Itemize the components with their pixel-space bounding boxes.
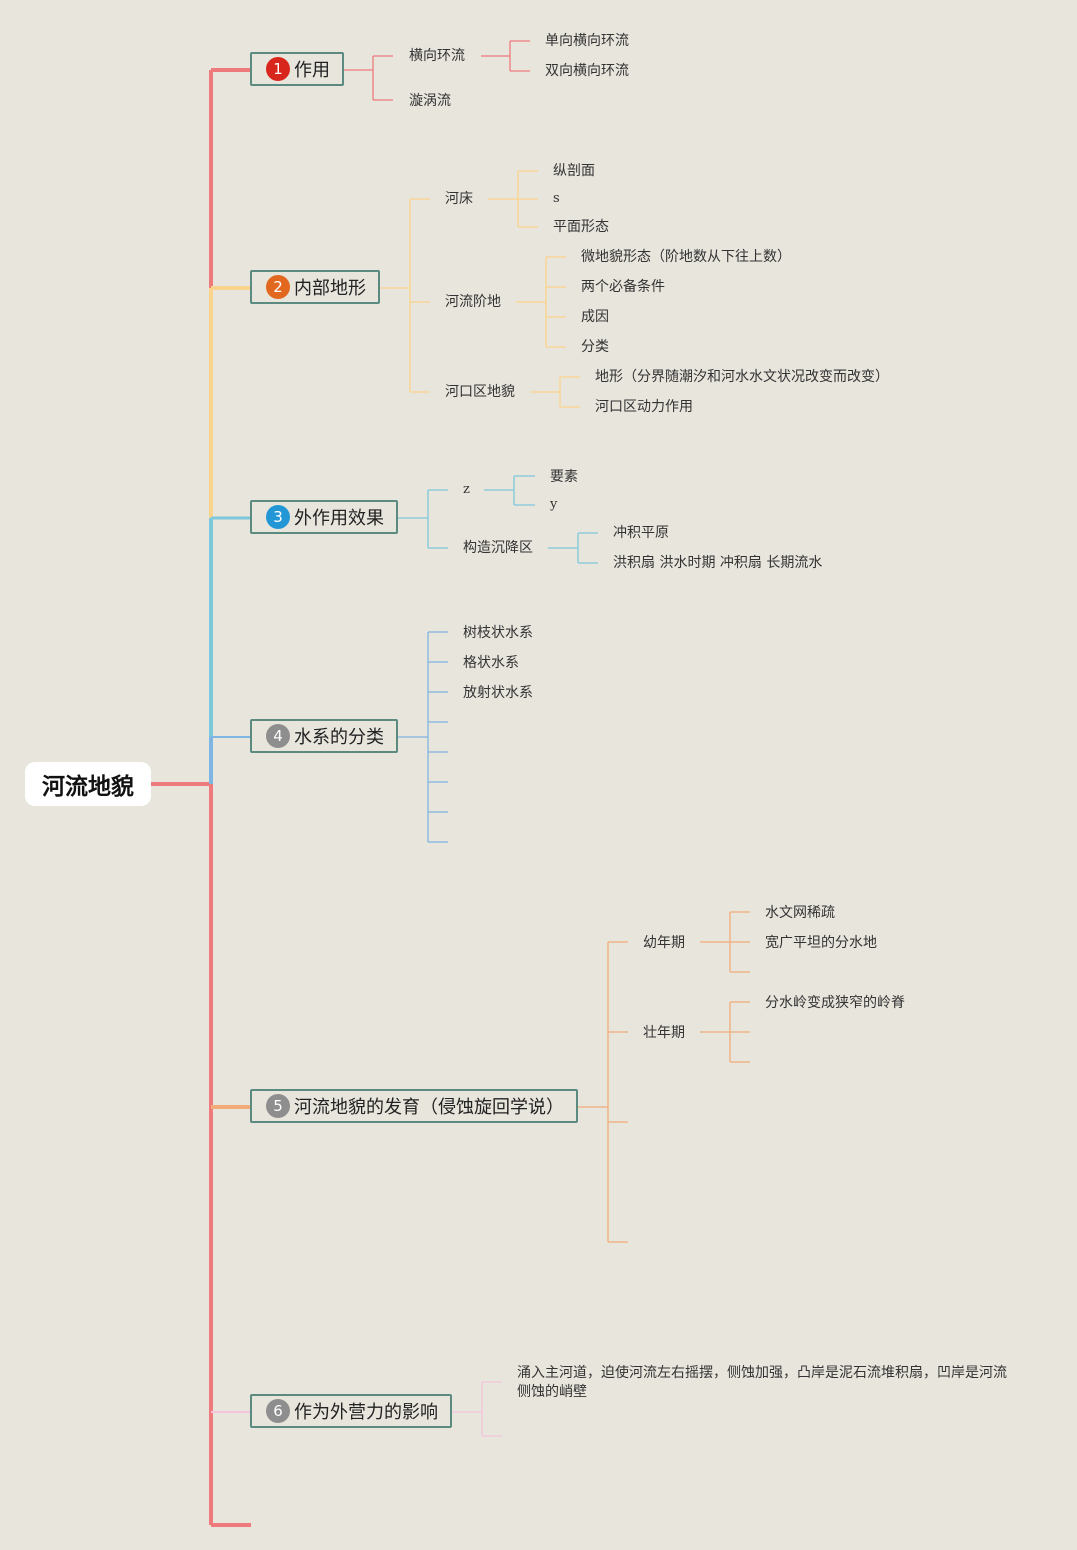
topic-younian[interactable]: 幼年期 [643, 935, 685, 951]
branch-label: 内部地形 [294, 278, 366, 299]
number-badge: 2 [266, 275, 290, 299]
topic-zongpoumian[interactable]: 纵剖面 [553, 163, 595, 179]
topic-dongli[interactable]: 河口区动力作用 [595, 399, 693, 415]
topic-zhuangnian[interactable]: 壮年期 [643, 1025, 685, 1041]
branch-label: 河流地貌的发育（侵蚀旋回学说） [294, 1097, 564, 1118]
topic-fangshe[interactable]: 放射状水系 [463, 685, 533, 701]
topic-shuzhi[interactable]: 树枝状水系 [463, 625, 533, 641]
branch-2-node[interactable]: 2 内部地形 [250, 270, 380, 304]
number-badge: 1 [266, 57, 290, 81]
topic-gouzao[interactable]: 构造沉降区 [463, 540, 533, 556]
branch-3-node[interactable]: 3 外作用效果 [250, 500, 398, 534]
topic-s[interactable]: s [553, 191, 560, 206]
topic-lingji[interactable]: 分水岭变成狭窄的岭脊 [765, 995, 905, 1011]
topic-hechuang[interactable]: 河床 [445, 191, 473, 207]
topic-fenlei[interactable]: 分类 [581, 339, 609, 355]
topic-weidimao[interactable]: 微地貌形态（阶地数从下往上数） [581, 249, 791, 265]
number-badge: 3 [266, 505, 290, 529]
topic-shuiwenwang[interactable]: 水文网稀疏 [765, 905, 835, 921]
branch-5-node[interactable]: 5 河流地貌的发育（侵蚀旋回学说） [250, 1089, 578, 1123]
topic-xuanwoliu[interactable]: 漩涡流 [409, 93, 451, 109]
branch-label: 作用 [294, 60, 330, 81]
topic-hongji[interactable]: 洪积扇 洪水时期 冲积扇 长期流水 [613, 555, 823, 571]
branch-label: 水系的分类 [294, 727, 384, 748]
topic-z[interactable]: z [463, 482, 470, 497]
topic-gezhuang[interactable]: 格状水系 [463, 655, 519, 671]
topic-jiedi[interactable]: 河流阶地 [445, 294, 501, 310]
topic-y[interactable]: y [550, 497, 558, 512]
topic-dixing[interactable]: 地形（分界随潮汐和河水水文状况改变而改变） [595, 369, 889, 385]
branch-1-node[interactable]: 1 作用 [250, 52, 344, 86]
topic-tiaojian[interactable]: 两个必备条件 [581, 279, 665, 295]
branch-1-lines [344, 40, 530, 101]
number-badge: 4 [266, 724, 290, 748]
topic-danxiang[interactable]: 单向横向环流 [545, 33, 629, 49]
topic-chongji[interactable]: 冲积平原 [613, 525, 669, 541]
branch-6-lines [452, 1381, 502, 1437]
topic-fenshuidi[interactable]: 宽广平坦的分水地 [765, 935, 877, 951]
branch-4-node[interactable]: 4 水系的分类 [250, 719, 398, 753]
branch-4-lines [398, 631, 448, 843]
topic-yingxiang-text[interactable]: 涌入主河道，迫使河流左右摇摆，侧蚀加强，凸岸是泥石流堆积扇，凹岸是河流侧蚀的峭壁 [517, 1365, 1007, 1400]
topic-hekou[interactable]: 河口区地貌 [445, 384, 515, 400]
number-badge: 6 [266, 1399, 290, 1423]
branch-6-node[interactable]: 6 作为外营力的影响 [250, 1394, 452, 1428]
topic-pingmian[interactable]: 平面形态 [553, 219, 609, 235]
branch-label: 外作用效果 [294, 508, 384, 529]
topic-heng-huanliu[interactable]: 横向环流 [409, 48, 465, 64]
topic-chengyin[interactable]: 成因 [581, 309, 609, 325]
branch-3-lines [398, 475, 598, 564]
branch-2-lines [380, 170, 580, 408]
main-trunk [151, 68, 251, 1527]
root-topic[interactable]: 河流地貌 [25, 762, 151, 806]
topic-shuangxiang[interactable]: 双向横向环流 [545, 63, 629, 79]
number-badge: 5 [266, 1094, 290, 1118]
topic-yaosu[interactable]: 要素 [550, 469, 578, 485]
branch-label: 作为外营力的影响 [294, 1402, 438, 1423]
branch-5-lines [578, 911, 750, 1243]
